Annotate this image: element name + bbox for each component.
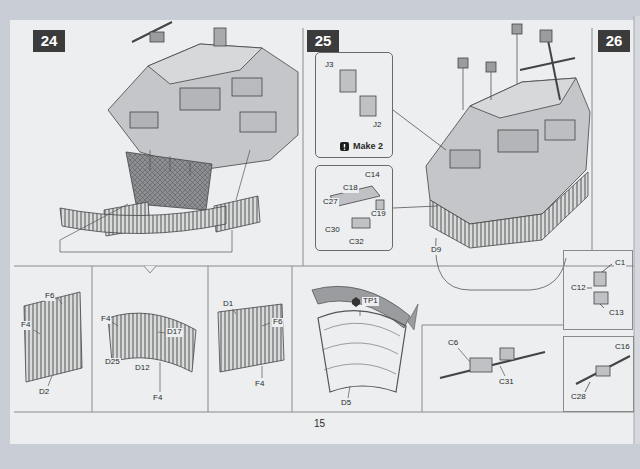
step-number: 25	[307, 30, 339, 52]
part-number: F4	[20, 321, 31, 330]
subassembly-box: C1C12C13	[563, 250, 633, 330]
part-number: Make 2	[352, 142, 384, 152]
part-number: TP1	[362, 297, 379, 306]
part-number: D5	[340, 399, 352, 408]
part-number: C16	[614, 343, 631, 352]
part-number: D1	[222, 300, 234, 309]
part-number: D17	[166, 328, 183, 337]
part-number: C27	[322, 198, 339, 207]
part-number: D9	[430, 246, 442, 255]
part-number: D12	[134, 364, 151, 373]
part-number: F4	[254, 380, 265, 389]
step-number-text: 24	[41, 33, 58, 50]
part-number: D2	[38, 388, 50, 397]
step-number-text: 26	[606, 33, 623, 50]
step-number: 26	[598, 30, 630, 52]
part-number: J3	[324, 61, 334, 70]
part-number: C31	[498, 378, 515, 387]
part-number: C32	[348, 238, 365, 247]
part-number: C1	[614, 259, 626, 268]
page-number: 15	[313, 418, 326, 429]
part-number: F4	[100, 315, 111, 324]
part-number: C18	[342, 184, 359, 193]
part-number: J2	[372, 121, 382, 130]
subassembly-box: C16C28	[563, 336, 634, 412]
part-number: C6	[447, 339, 459, 348]
step-number-text: 25	[315, 33, 332, 50]
step-number: 24	[33, 30, 65, 52]
part-number: F6	[44, 292, 55, 301]
subassembly-box: C14C18C27C19C30C32	[315, 165, 393, 251]
part-number: C14	[364, 171, 381, 180]
part-number: D25	[104, 358, 121, 367]
part-number: C28	[570, 393, 587, 402]
part-number: F4	[152, 394, 163, 403]
subassembly-box: J3J2Make 2	[315, 52, 393, 158]
part-number: C13	[608, 309, 625, 318]
part-number: C12	[570, 284, 587, 293]
part-number: C19	[370, 210, 387, 219]
part-number: C30	[324, 226, 341, 235]
part-number: F6	[272, 318, 283, 327]
